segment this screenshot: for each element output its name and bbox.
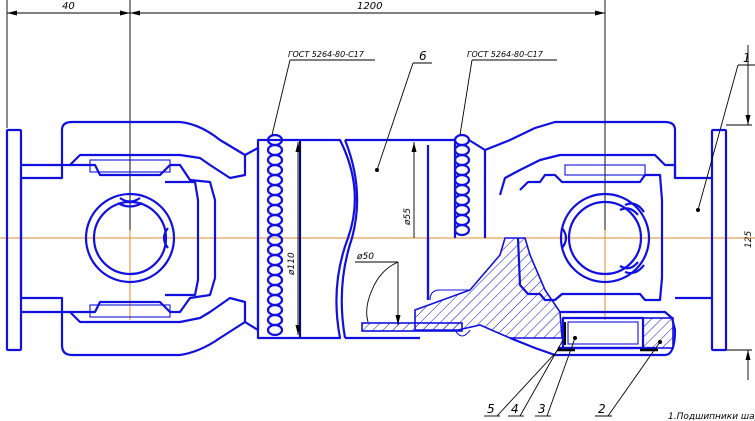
tube-left	[299, 138, 356, 340]
right-flange	[710, 128, 728, 352]
callout-1: 1	[743, 51, 751, 65]
sliding-yoke-section	[414, 237, 563, 339]
left-weld-bead	[244, 133, 302, 340]
bearing-cap	[558, 316, 674, 352]
callout-4: 4	[511, 402, 519, 416]
tube-middle	[340, 138, 463, 340]
dimension-lines	[6, 0, 606, 230]
right-weld-bead	[453, 133, 487, 238]
dimension-d110: ø110	[287, 252, 297, 276]
dimension-1200: 1200	[357, 1, 382, 12]
dimension-125: 125	[744, 231, 754, 248]
callout-6: 6	[419, 49, 427, 63]
callout-3: 3	[538, 402, 546, 416]
bearing-note: 1.Подшипники шар	[668, 412, 755, 421]
part-leaders	[376, 62, 755, 417]
dimension-d50: ø50	[356, 252, 374, 262]
dimension-d55: ø55	[403, 208, 413, 226]
left-yoke	[19, 120, 247, 357]
weld-standard-right: ГОСТ 5264-80-С17	[467, 50, 544, 59]
callout-5: 5	[487, 402, 495, 416]
right-yoke	[484, 120, 712, 357]
weld-leaders	[271, 59, 557, 136]
diameter-dimensions	[295, 45, 752, 380]
dimension-40: 40	[62, 1, 75, 12]
left-flange	[5, 128, 23, 352]
callout-2: 2	[598, 402, 606, 416]
weld-standard-left: ГОСТ 5264-80-С17	[288, 50, 365, 59]
